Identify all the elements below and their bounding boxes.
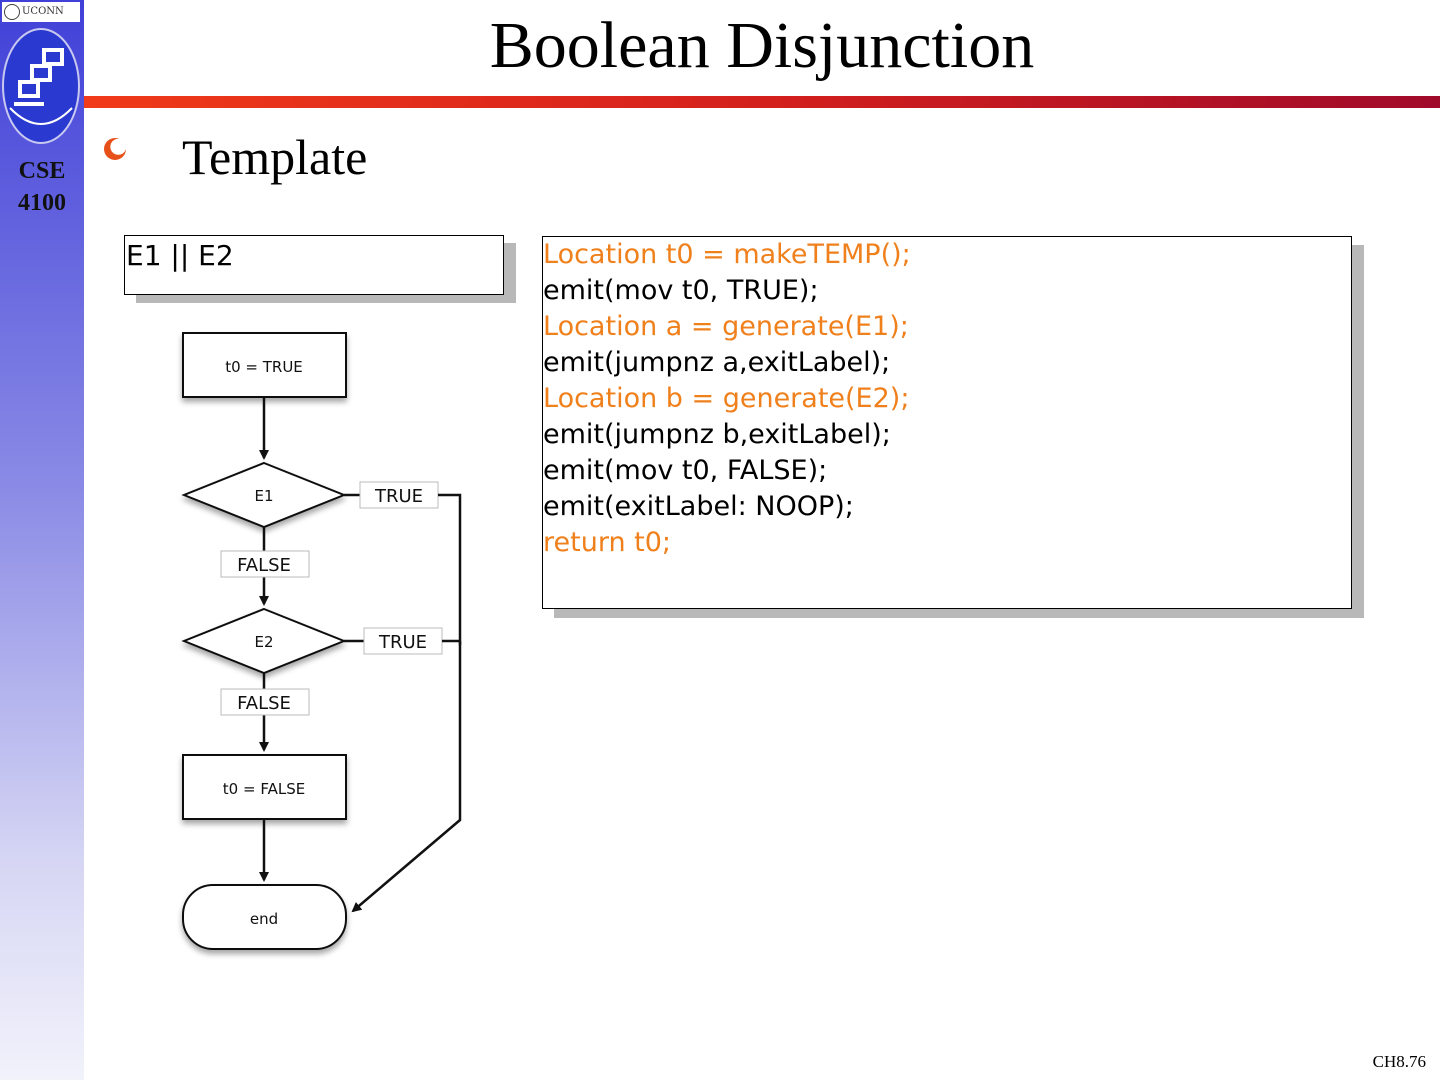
false-label-1: FALSE: [237, 555, 291, 576]
true-label-2-box: [363, 627, 443, 655]
expression-box: E1 || E2: [124, 235, 504, 295]
false-label-2: FALSE: [237, 693, 291, 714]
false-label-2-box: [220, 688, 310, 716]
code-box: Location t0 = makeTEMP(); emit(mov t0, T…: [542, 236, 1352, 609]
sidebar: UCONN CSE 4100: [0, 0, 84, 1080]
code-line: Location t0 = makeTEMP();: [543, 239, 911, 270]
code-line: Location b = generate(E2);: [543, 383, 910, 414]
title-rule: [84, 96, 1440, 108]
course-prefix: CSE: [18, 158, 66, 184]
connector-true-1-right: [438, 493, 462, 645]
code-line: Location a = generate(E1);: [543, 311, 909, 342]
true-label-2: TRUE: [378, 632, 427, 653]
bullet-text: Template: [182, 129, 368, 185]
false-box: [182, 754, 347, 820]
true-label-1: TRUE: [374, 486, 423, 507]
code-line: emit(exitLabel: NOOP);: [543, 491, 854, 522]
bullet-icon: [104, 138, 126, 160]
connector-true-rail: [351, 641, 462, 913]
false-box-label: t0 = FALSE: [223, 780, 305, 798]
decision-e2-label: E2: [254, 633, 273, 651]
university-name: UCONN: [22, 6, 64, 17]
false-label-1-box: [220, 550, 310, 578]
start-box: [182, 332, 347, 398]
code-line: emit(mov t0, TRUE);: [543, 275, 819, 306]
code-line: emit(jumpnz a,exitLabel);: [543, 347, 891, 378]
course-code: CSE 4100: [0, 155, 84, 219]
department-logo-icon: [2, 28, 80, 144]
start-box-label: t0 = TRUE: [225, 358, 303, 376]
decision-e1-label: E1: [254, 487, 273, 505]
slide-title: Boolean Disjunction: [489, 9, 1035, 82]
code-line: emit(jumpnz b,exitLabel);: [543, 419, 891, 450]
seal-icon: [4, 3, 20, 20]
flowchart: t0 = TRUE E1 TRUE FALSE E2 TRUE FALSE t0…: [181, 332, 462, 950]
page-number: CH8.76: [1372, 1052, 1426, 1071]
course-number: 4100: [18, 190, 66, 216]
end-box-label: end: [250, 910, 278, 928]
end-box: [182, 884, 347, 950]
code-line: emit(mov t0, FALSE);: [543, 455, 828, 486]
code-line: return t0;: [543, 527, 671, 558]
uconn-header: UCONN: [2, 2, 80, 22]
